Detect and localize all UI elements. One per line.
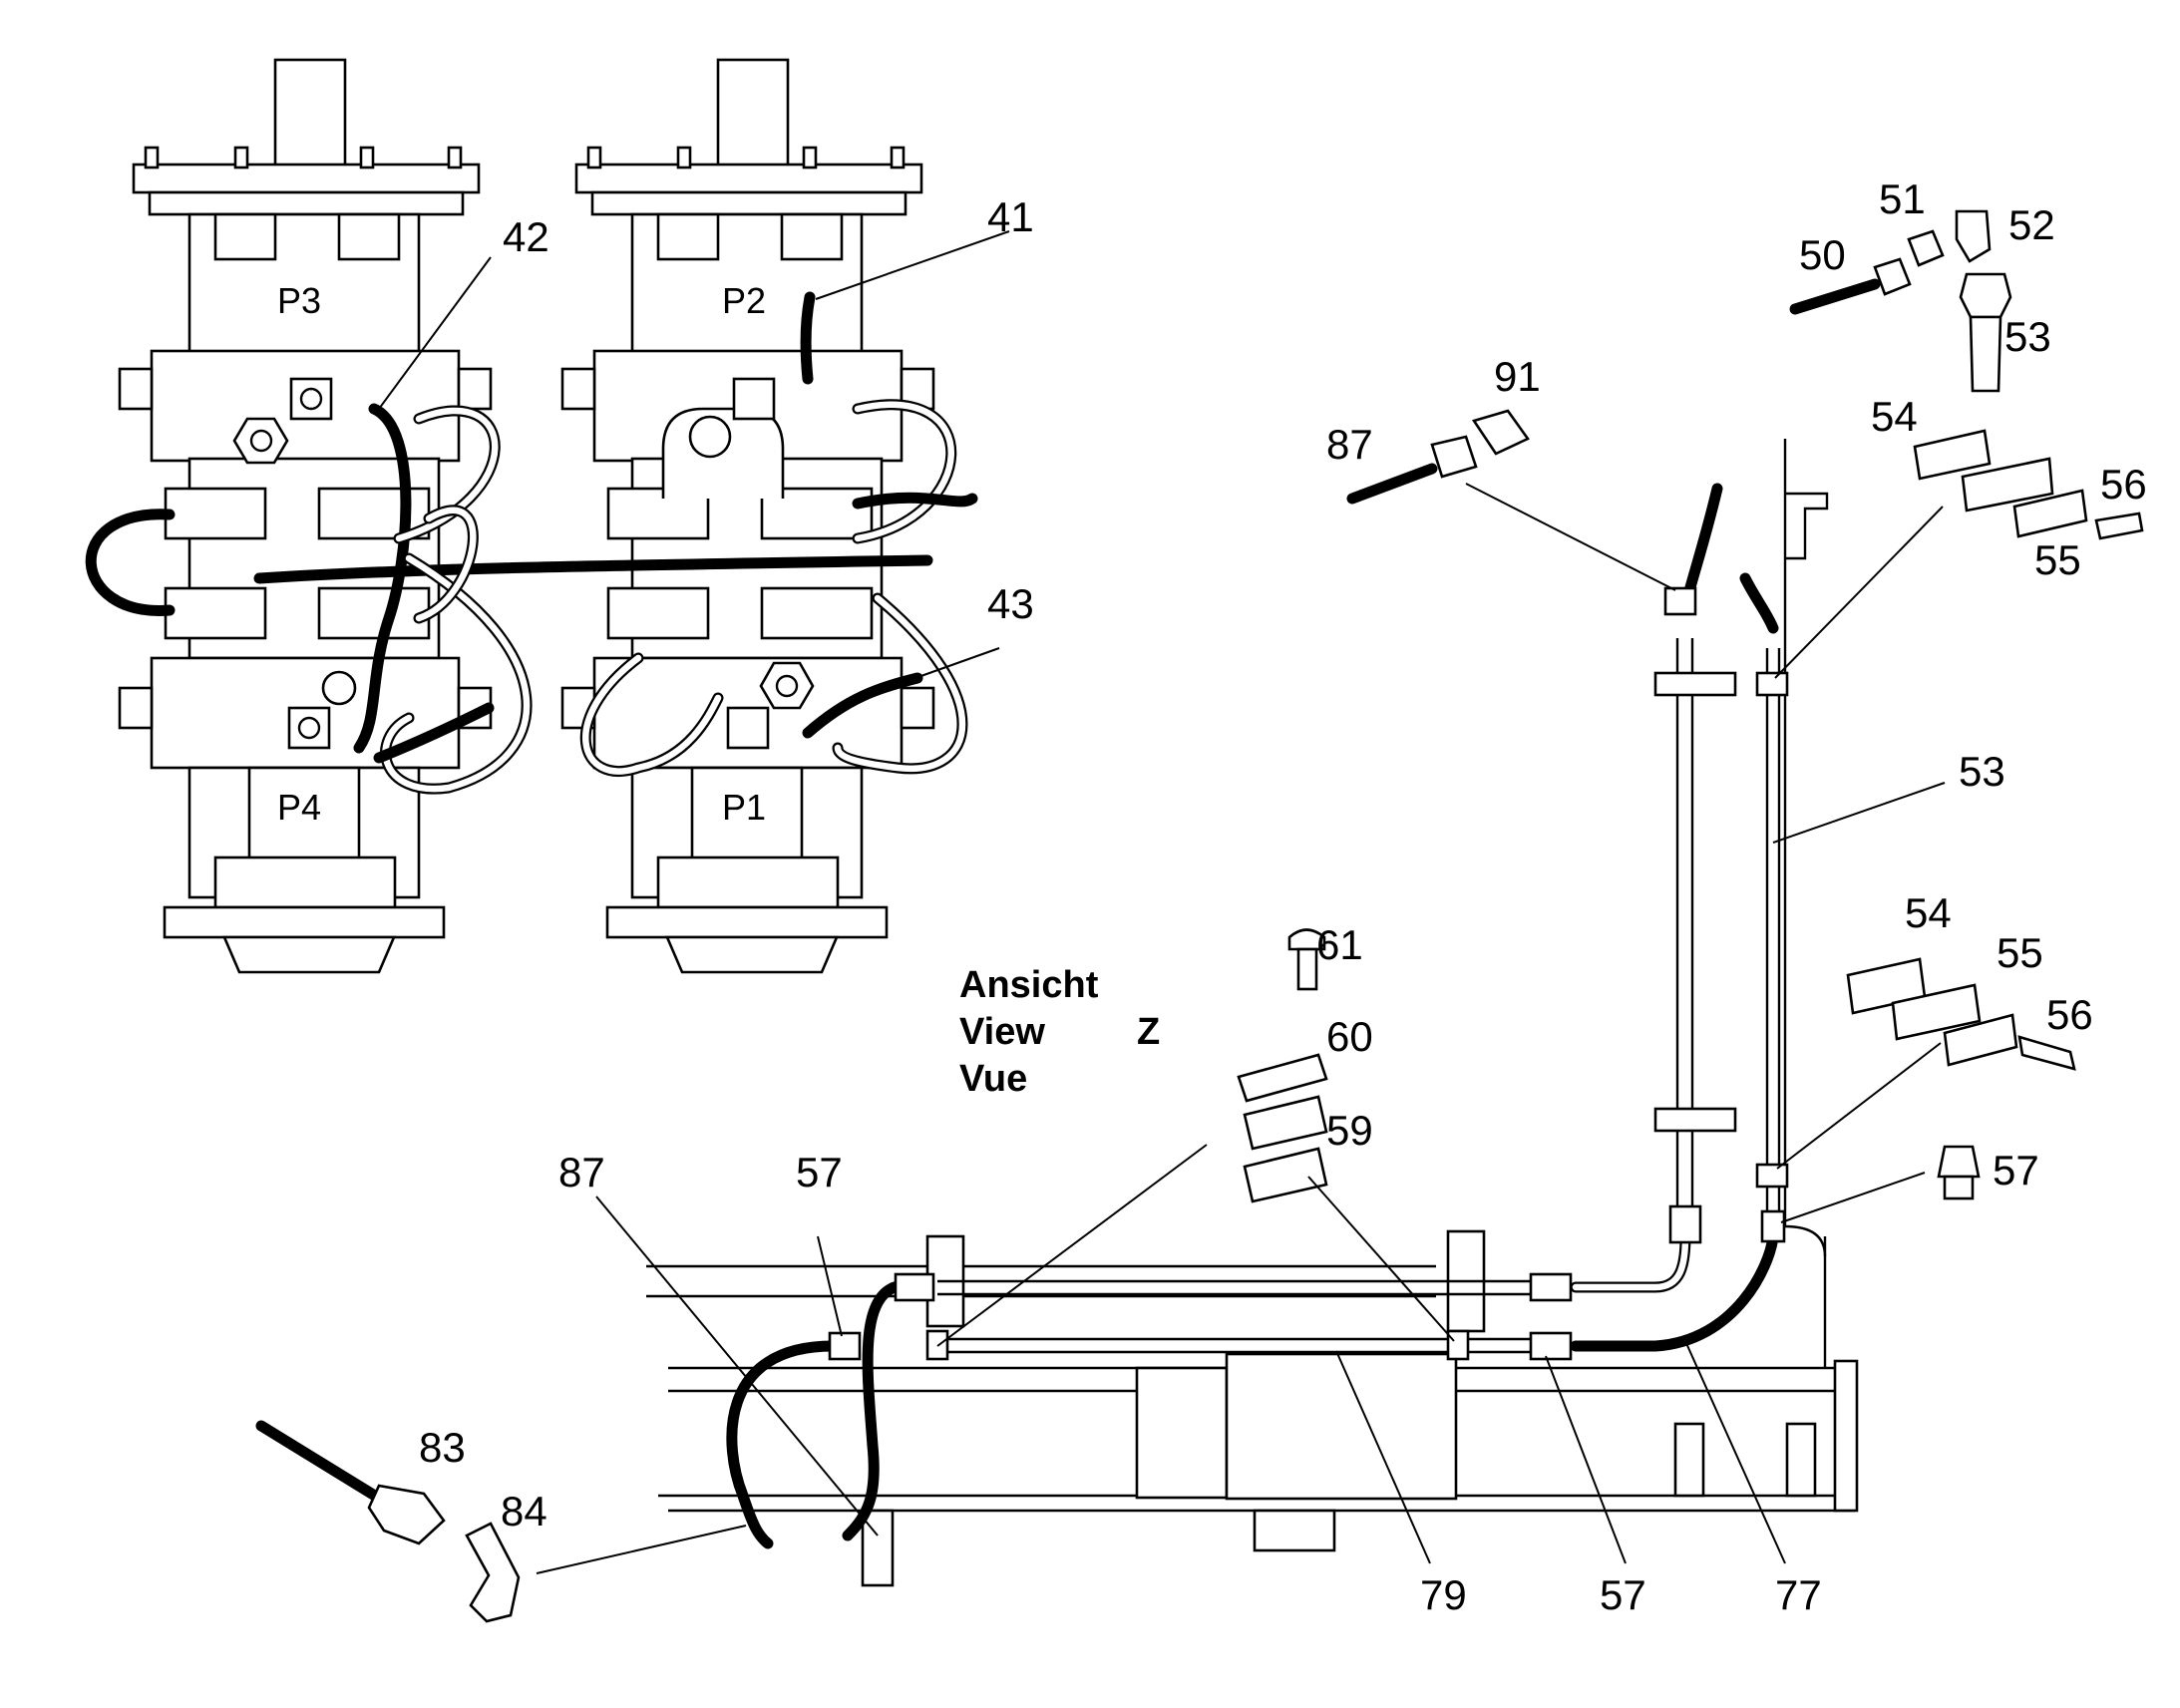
leader-lines (378, 230, 1946, 1574)
callout-labels: 42 41 43 50 51 52 53 54 56 55 91 87 53 6… (419, 175, 2147, 1618)
frame-structure (646, 439, 1859, 1587)
pump-labels: P3 P2 P4 P1 (277, 280, 766, 828)
callout-label: 54 (1905, 889, 1952, 936)
view-caption: Ansicht View Vue Z (959, 964, 1160, 1100)
callout-label: 61 (1316, 921, 1363, 968)
pump-stack-right (560, 58, 935, 974)
callout-label: 54 (1871, 393, 1918, 440)
callout-label: 83 (419, 1424, 466, 1471)
callout-label: 57 (1993, 1147, 2039, 1194)
callout-label: 77 (1775, 1571, 1822, 1618)
pump-label-p4: P4 (277, 787, 321, 828)
callout-label: 87 (558, 1149, 605, 1196)
callout-label: 60 (1326, 1013, 1373, 1060)
pump-label-p3: P3 (277, 280, 321, 321)
callout-label: 79 (1420, 1571, 1467, 1618)
callout-label: 53 (2004, 313, 2051, 360)
exploded-parts (255, 209, 2144, 1623)
pipe-lines (726, 483, 1789, 1549)
callout-label: 55 (1997, 929, 2043, 976)
callout-label: 84 (501, 1488, 547, 1535)
view-caption-line-ansicht: Ansicht (959, 964, 1099, 1006)
callout-label: 57 (1600, 1571, 1646, 1618)
pump-label-p1: P1 (722, 787, 766, 828)
callout-label: 87 (1326, 421, 1373, 468)
callout-label: 52 (2008, 201, 2055, 248)
callout-label: 53 (1959, 748, 2005, 795)
callout-label: 42 (503, 213, 549, 260)
callout-label: 59 (1326, 1107, 1373, 1154)
callout-label: 91 (1494, 353, 1541, 400)
callout-label: 56 (2100, 461, 2147, 508)
callout-label: 55 (2034, 536, 2081, 583)
view-caption-marker: Z (1137, 1011, 1160, 1053)
view-caption-line-vue: Vue (959, 1058, 1027, 1100)
callout-label: 57 (796, 1149, 843, 1196)
callout-label: 51 (1879, 175, 1926, 222)
callout-label: 41 (987, 193, 1034, 240)
view-caption-line-view: View (959, 1011, 1045, 1053)
callout-label: 43 (987, 580, 1034, 627)
callout-label: 50 (1799, 231, 1846, 278)
callout-label: 56 (2046, 991, 2093, 1038)
pump-label-p2: P2 (722, 280, 766, 321)
pump-hoses (85, 291, 978, 795)
